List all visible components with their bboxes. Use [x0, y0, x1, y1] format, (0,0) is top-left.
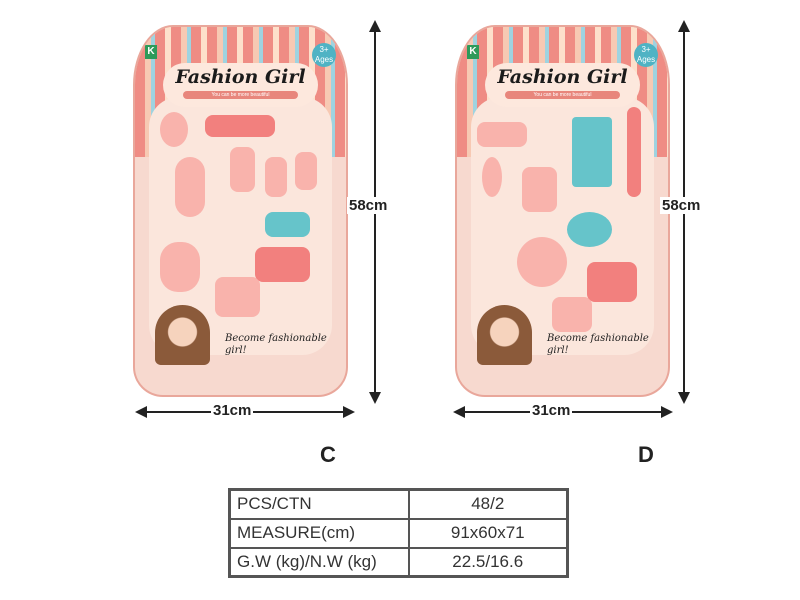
phone-toy: [230, 147, 255, 192]
hairdryer-toy: [255, 247, 310, 282]
bag-toy: [215, 277, 260, 317]
hairdryer-toy: [587, 262, 637, 302]
width-label-d: 31cm: [530, 402, 573, 419]
hairclip-toy: [477, 122, 527, 147]
product-title: Fashion Girl: [175, 66, 306, 88]
slogan: Become fashionable girl!: [225, 333, 327, 356]
product-package-d: K 3+ Ages Fashion Girl You can be more b…: [455, 25, 670, 397]
title-banner: Fashion Girl You can be more beautiful: [485, 63, 640, 107]
arrow-head: [661, 406, 673, 418]
arrow-head: [678, 20, 690, 32]
palette-toy: [265, 212, 310, 237]
arrow-head: [453, 406, 465, 418]
product-title: Fashion Girl: [497, 66, 628, 88]
bottle-toy: [265, 157, 287, 197]
table-row: MEASURE(cm)91x60x71: [228, 517, 569, 549]
spec-value: 22.5/16.6: [407, 546, 569, 578]
slogan: Become fashionable girl!: [547, 333, 649, 356]
table-row: G.W (kg)/N.W (kg)22.5/16.6: [228, 546, 569, 578]
arrow-head: [678, 392, 690, 404]
spec-value: 48/2: [407, 488, 569, 520]
mirror-toy: [160, 112, 188, 147]
compact-toy: [567, 212, 612, 247]
product-label-c: C: [320, 442, 336, 467]
arrow-head: [369, 20, 381, 32]
arrow-head: [343, 406, 355, 418]
mirror-toy: [482, 157, 502, 197]
girl-photo: [477, 305, 532, 365]
age-badge: 3+ Ages: [634, 43, 658, 67]
brush-toy: [175, 157, 205, 217]
comb-toy: [627, 107, 641, 197]
perfume-toy: [522, 167, 557, 212]
brand-logo: K: [145, 45, 157, 59]
spec-label: G.W (kg)/N.W (kg): [228, 546, 410, 578]
lotion-toy: [295, 152, 317, 190]
product-package-c: K 3+ Ages Fashion Girl You can be more b…: [133, 25, 348, 397]
product-label-d: D: [638, 442, 654, 467]
girl-photo: [155, 305, 210, 365]
arrow-head: [369, 392, 381, 404]
height-label-d: 58cm: [660, 197, 703, 214]
phone-toy: [572, 117, 612, 187]
spec-value: 91x60x71: [407, 517, 569, 549]
title-banner: Fashion Girl You can be more beautiful: [163, 63, 318, 107]
product-tagline: You can be more beautiful: [183, 91, 298, 99]
arrow-head: [135, 406, 147, 418]
product-tagline: You can be more beautiful: [505, 91, 620, 99]
perfume-toy: [160, 242, 200, 292]
width-label-c: 31cm: [211, 402, 254, 419]
spec-label: MEASURE(cm): [228, 517, 410, 549]
age-badge: 3+ Ages: [312, 43, 336, 67]
brand-logo: K: [467, 45, 479, 59]
height-label-c: 58cm: [347, 197, 390, 214]
glasses-toy: [205, 115, 275, 137]
round-mirror-toy: [517, 237, 567, 287]
spec-label: PCS/CTN: [228, 488, 410, 520]
bag-toy: [552, 297, 592, 332]
